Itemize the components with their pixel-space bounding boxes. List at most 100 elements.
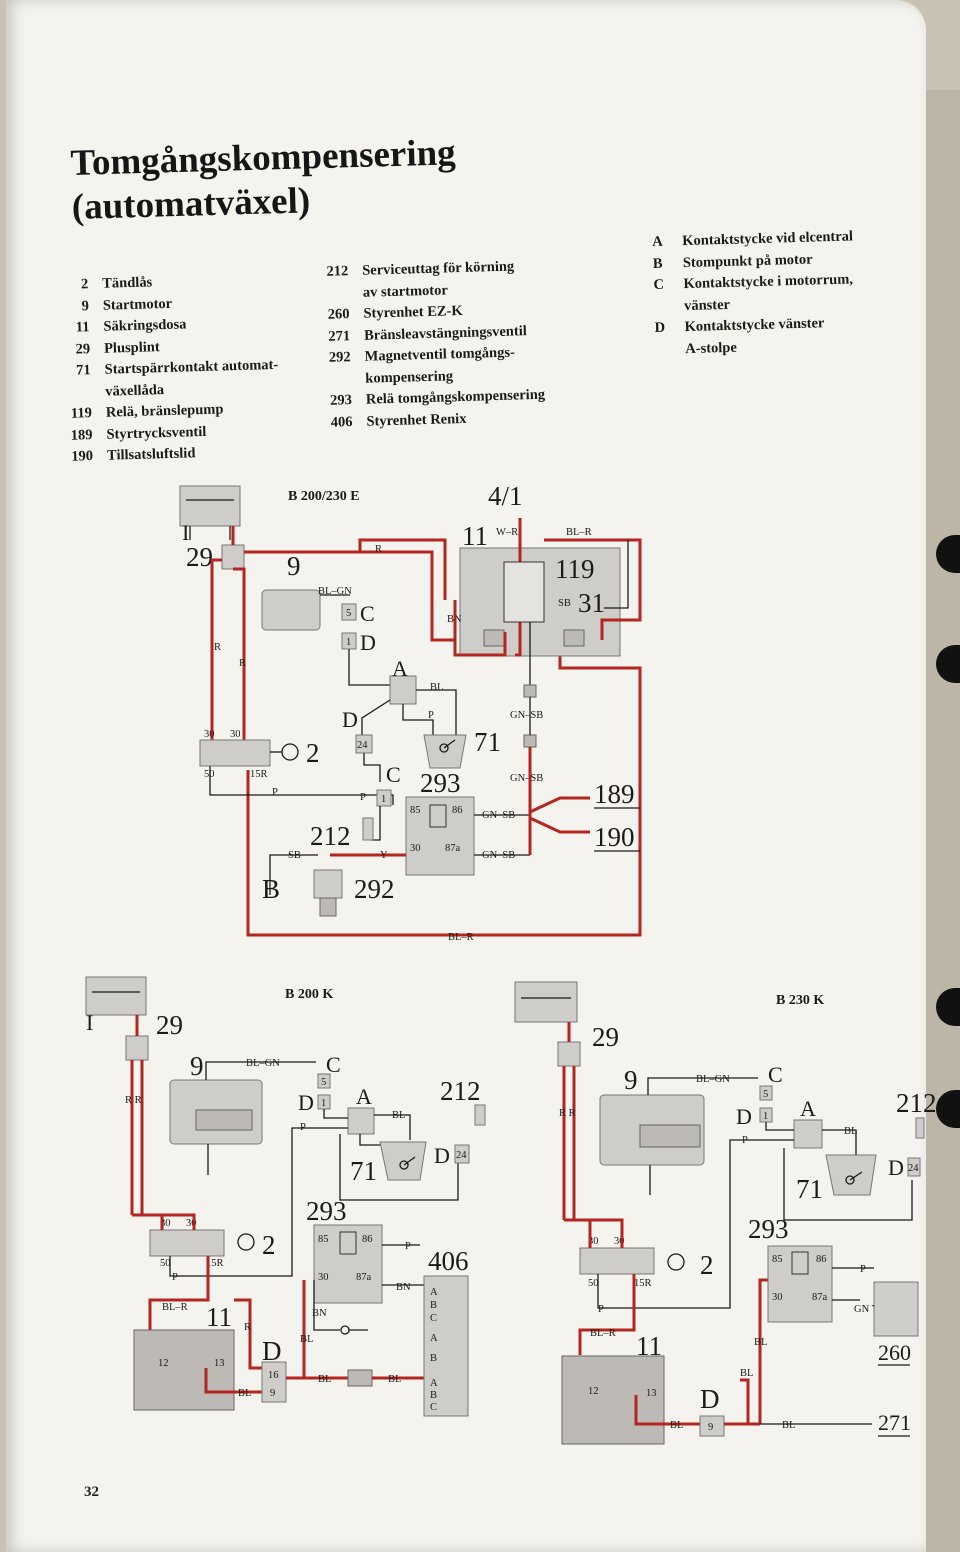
wire-label: BL–R [162,1302,188,1313]
connector-A [347,1107,375,1135]
pin-label: 30 [204,729,215,740]
label-260: 260 [878,1340,911,1365]
pin-label: 15R [206,1258,224,1269]
label-D: D [298,1090,314,1115]
wire-label: R [239,658,246,669]
fuse-box-11 [561,1355,665,1445]
connector-D-9 [699,1415,725,1437]
wire-label: SB [288,850,301,861]
pin-label: 9 [708,1422,713,1433]
pin-label: A [430,1333,438,1344]
label-29: 29 [592,1022,619,1052]
label-11: 11 [462,521,488,551]
pin-label: 24 [357,740,368,751]
label-31: 31 [578,588,605,618]
label-29: 29 [186,542,213,572]
wire-label: BL–GN [318,586,352,597]
ignition-switch-2 [149,1229,225,1257]
pin-label: 9 [270,1388,275,1399]
wire-label: P [405,1241,411,1252]
label-A: A [356,1084,372,1109]
pin-label: 86 [452,805,463,816]
pin-label: 30 [410,843,421,854]
wire-label: BL [300,1334,313,1345]
page-number: 32 [84,1484,99,1500]
relay-293 [313,1224,383,1304]
connector-D-16-9 [261,1361,287,1403]
pin-label: 12 [588,1386,599,1397]
index-tab [936,645,960,683]
label-71: 71 [796,1174,823,1204]
wire-label: BL [430,682,443,693]
pin-label: 85 [318,1234,329,1245]
pin-label: 50 [160,1258,171,1269]
connector-C [317,1073,331,1089]
pin-label: 1 [763,1111,768,1122]
label-29: 29 [156,1010,183,1040]
diagram-label: B 230 K [776,993,824,1008]
wire-label: W–R [496,527,518,538]
pin-label: 85 [410,805,421,816]
wire-label: BL [782,1420,795,1431]
start-inhibitor-switch-71 [825,1154,877,1196]
label-4-1: 4/1 [488,481,523,511]
connector-A [389,675,417,705]
label-292: 292 [354,874,395,904]
key-icon [237,1233,255,1251]
wire-label: R [214,642,221,653]
fuse-box-11 [133,1329,235,1411]
wire-label: P [598,1304,604,1315]
pin-label: 24 [908,1163,919,1174]
control-unit-406 [423,1275,469,1417]
wire-label: BL [740,1368,753,1379]
battery [514,981,578,1023]
wire-label: P [428,710,434,721]
battery [179,485,241,527]
wire-label: BL [238,1388,251,1399]
pin-label: 15R [250,769,268,780]
solenoid-valve-292 [313,869,343,899]
wire-label: BL–R [566,527,592,538]
relay-293 [405,796,475,876]
label-C: C [326,1052,341,1077]
pin-label: 87a [812,1292,828,1303]
label-D: D [342,707,358,732]
wire-label: BL [844,1126,857,1137]
connector [523,684,537,698]
label-D: D [736,1104,752,1129]
wire-label: R R [125,1095,142,1106]
label-D: D [700,1384,720,1414]
pin-label: 15R [634,1278,652,1289]
pin-label: C [430,1313,437,1324]
pin-label: B [430,1300,437,1311]
label-9: 9 [624,1065,638,1095]
diagram-label: B 200/230 E [288,489,360,504]
label-189: 189 [594,779,635,809]
wire-label: P [742,1135,748,1146]
ignition-switch-2 [199,739,271,767]
pin-label: B [430,1390,437,1401]
wire-label: GN–SB [482,850,515,861]
wire-label: BL [670,1420,683,1431]
pin-label: 1 [321,1098,326,1109]
service-outlet-212 [915,1117,925,1139]
pin-label: 30 [230,729,241,740]
diagram-b200k: B 200 K I 29 R R 9 BL–GN C 5 D 1 A BL P … [85,976,486,1417]
label-D: D [262,1336,282,1366]
connector-D-24 [454,1144,470,1164]
wire-label: P [860,1264,866,1275]
connector [523,734,537,748]
page-edge [926,90,960,1552]
label-D: D [888,1155,904,1180]
label-71: 71 [474,727,501,757]
connector-A [793,1119,823,1149]
plusplint-29 [221,544,245,570]
label-190: 190 [594,822,635,852]
starter-motor-9 [261,589,321,631]
ground-symbol: I [86,1010,93,1035]
diagram-b230k: B 230 K 29 R R 9 BL–GN C 5 D 1 A BL P 71… [514,981,937,1445]
label-293: 293 [306,1196,347,1226]
wire-label: BL [754,1337,767,1348]
pin-label: B [430,1353,437,1364]
label-119: 119 [555,554,595,584]
